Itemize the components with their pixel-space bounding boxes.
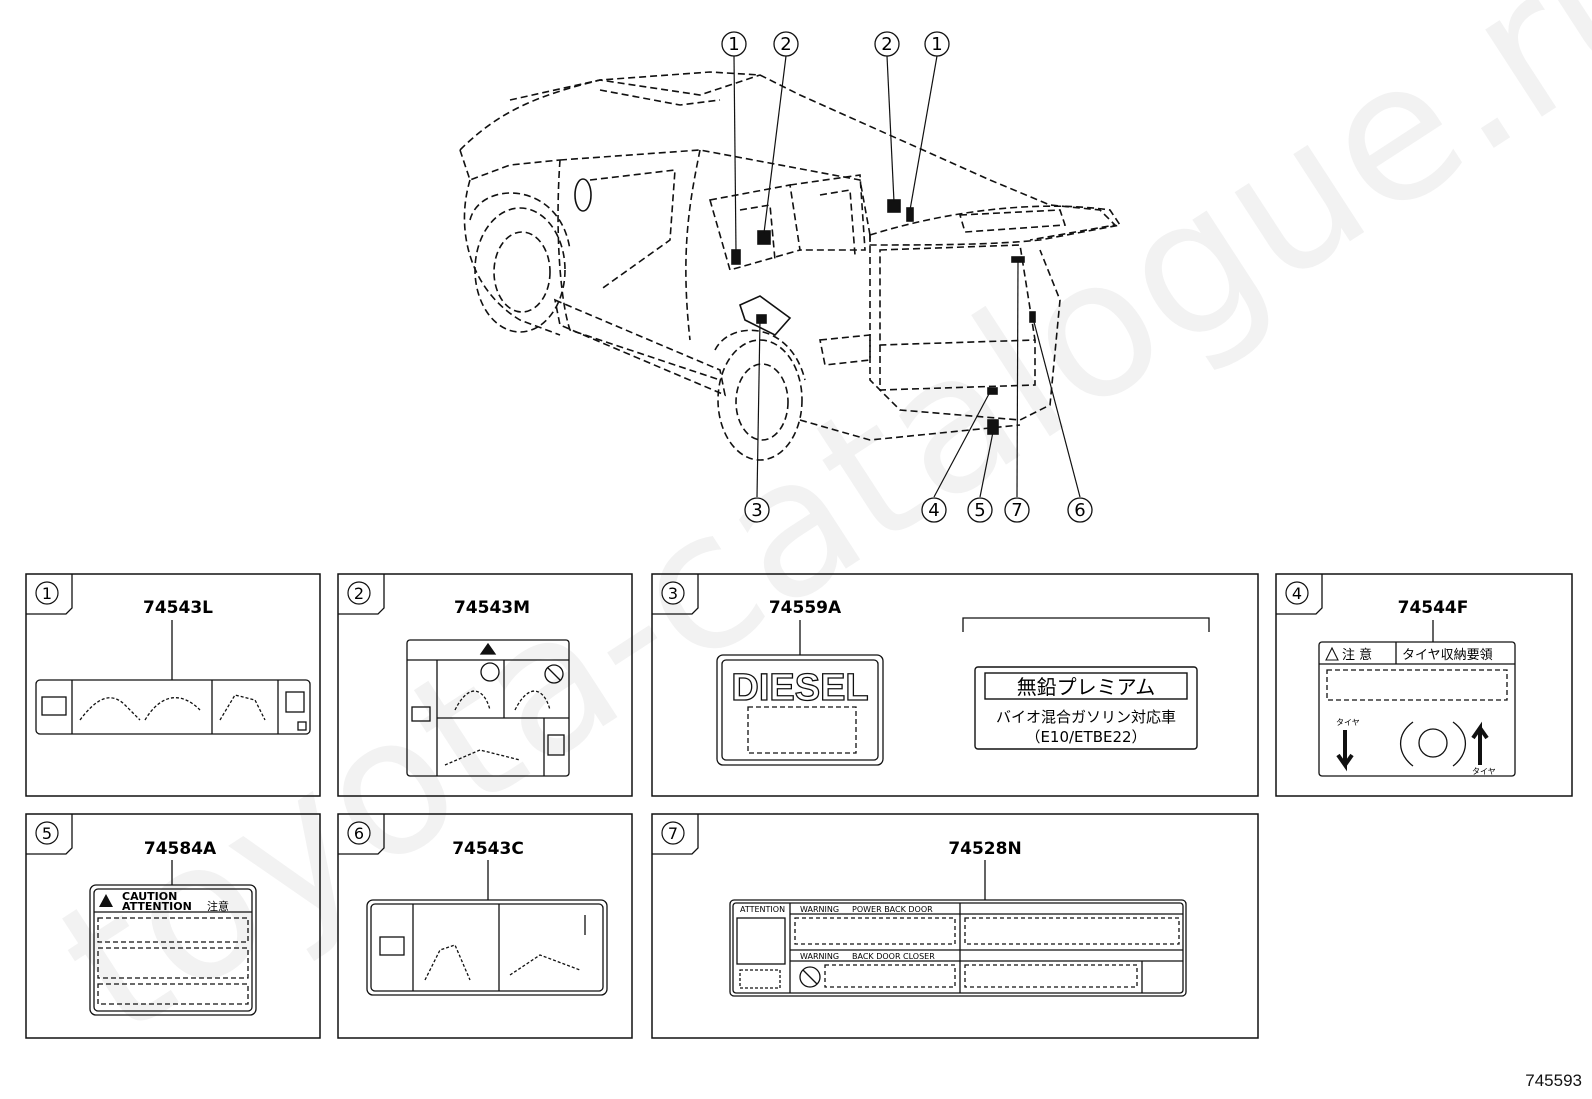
panel-2-num: 2 bbox=[354, 584, 364, 603]
vehicle-illustration bbox=[459, 71, 1122, 461]
attention-text: ATTENTION bbox=[122, 900, 192, 913]
callout-1b: 1 bbox=[931, 34, 942, 55]
label-74543C bbox=[366, 860, 608, 996]
warning-1: WARNING bbox=[800, 905, 839, 914]
label-74544F bbox=[1318, 620, 1516, 777]
panel-4-frame bbox=[1275, 573, 1573, 797]
jp-fuel-line1: 無鉛プレミアム bbox=[1017, 675, 1156, 699]
callouts-bottom bbox=[744, 497, 1093, 523]
callout-2b: 2 bbox=[881, 34, 892, 55]
callout-4: 4 bbox=[928, 500, 939, 521]
callout-6: 6 bbox=[1074, 500, 1085, 521]
document-number: 745593 bbox=[1525, 1071, 1582, 1090]
manual-icon bbox=[379, 936, 405, 956]
label-74528N bbox=[729, 860, 1187, 997]
part-number-74543M: 74543M bbox=[454, 598, 530, 618]
caution-triangle-icon bbox=[1325, 646, 1339, 661]
part-number-74559A: 74559A bbox=[769, 598, 842, 618]
caution-jp: 注 意 bbox=[1342, 647, 1372, 663]
label-74543M bbox=[406, 639, 570, 777]
panel-7-frame bbox=[651, 813, 1259, 1039]
warning-1-title: POWER BACK DOOR bbox=[852, 905, 933, 914]
watermark: toyota-catalogue.ru bbox=[24, 0, 1592, 1078]
callout-1a: 1 bbox=[728, 34, 739, 55]
bracket-fuel-label bbox=[962, 617, 1210, 632]
panel-4-num: 4 bbox=[1292, 584, 1302, 603]
manual-icon bbox=[411, 706, 431, 722]
part-number-74528N: 74528N bbox=[948, 839, 1021, 859]
part-number-74544F: 74544F bbox=[1398, 598, 1469, 618]
manual-icon bbox=[41, 696, 67, 716]
panel-3-num: 3 bbox=[668, 584, 678, 603]
panel-7-num: 7 bbox=[668, 824, 678, 843]
leader-lines bbox=[733, 55, 1081, 498]
panel-6-frame bbox=[337, 813, 633, 1039]
part-number-74584A: 74584A bbox=[144, 839, 217, 859]
panel-5-num: 5 bbox=[42, 824, 52, 843]
panel-1-frame bbox=[25, 573, 321, 797]
panel-3-frame bbox=[651, 573, 1259, 797]
jp-fuel-line3: （E10/ETBE22） bbox=[1025, 728, 1146, 746]
callouts-top bbox=[721, 31, 950, 57]
caution-text: CAUTION bbox=[122, 890, 177, 903]
tire-right-small: タイヤ bbox=[1472, 767, 1496, 776]
callout-7: 7 bbox=[1011, 500, 1022, 521]
callout-2a: 2 bbox=[780, 34, 791, 55]
label-74543L bbox=[35, 620, 311, 735]
warning-2-title: BACK DOOR CLOSER bbox=[852, 952, 935, 961]
panel-5-frame bbox=[25, 813, 321, 1039]
panel-2-frame bbox=[337, 573, 633, 797]
caution-jp-5: 注意 bbox=[207, 899, 229, 913]
tire-storage-title: タイヤ収納要領 bbox=[1402, 647, 1493, 663]
part-number-74543L: 74543L bbox=[143, 598, 213, 618]
panel-1-num: 1 bbox=[42, 584, 52, 603]
callout-3: 3 bbox=[751, 500, 762, 521]
tire-left-small: タイヤ bbox=[1336, 718, 1360, 727]
label-74559A bbox=[716, 620, 884, 766]
part-number-74543C: 74543C bbox=[452, 839, 524, 859]
panel-6-num: 6 bbox=[354, 824, 364, 843]
label-74584A bbox=[89, 860, 257, 1016]
callout-5: 5 bbox=[974, 500, 985, 521]
diesel-text: DIESEL bbox=[731, 667, 868, 709]
label-jp-fuel bbox=[974, 666, 1198, 750]
attention-7: ATTENTION bbox=[740, 905, 785, 914]
jp-fuel-line2: バイオ混合ガソリン対応車 bbox=[996, 708, 1176, 726]
warning-2: WARNING bbox=[800, 952, 839, 961]
warning-triangle-icon bbox=[99, 894, 113, 907]
